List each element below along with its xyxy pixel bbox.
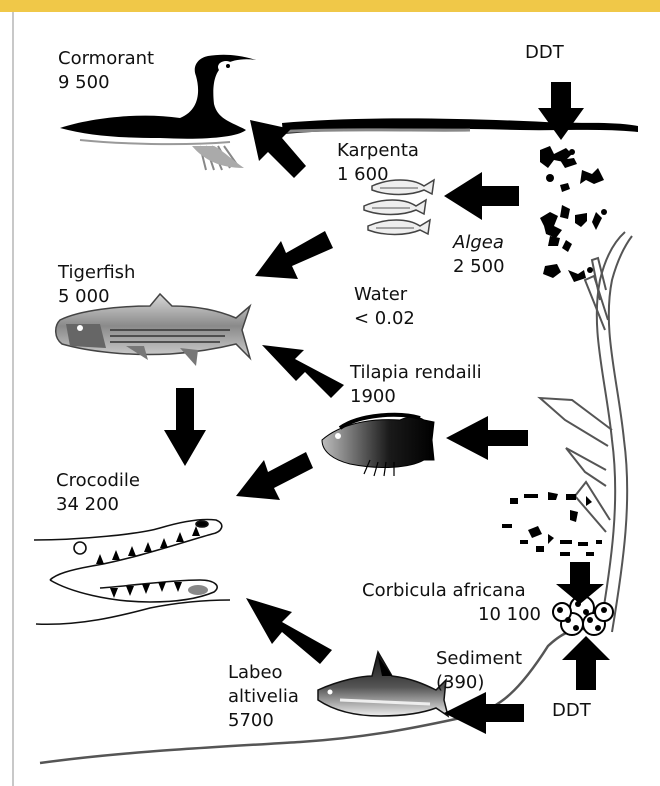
label-tilapia: Tilapia rendaili bbox=[350, 362, 482, 384]
arrow-ddt-down bbox=[538, 82, 584, 140]
label-sediment: Sediment bbox=[436, 648, 522, 670]
arrow-plant-to-tilapia bbox=[446, 416, 528, 460]
value-karpenta: 1 600 bbox=[337, 164, 389, 186]
label-cormorant: Cormorant bbox=[58, 48, 154, 70]
arrow-tilapia-to-crocodile bbox=[236, 452, 313, 500]
arrow-labeo-to-crocodile bbox=[246, 598, 332, 664]
arrow-karpenta-to-tigerfish bbox=[255, 231, 333, 279]
label-labeo-2: altivelia bbox=[228, 686, 299, 708]
karpenta-fish-icon bbox=[364, 180, 434, 235]
value-water: < 0.02 bbox=[354, 308, 415, 330]
value-crocodile: 34 200 bbox=[56, 494, 119, 516]
arrow-algae-to-clam bbox=[556, 562, 604, 604]
value-algea: 2 500 bbox=[453, 256, 505, 278]
arrow-sediment-to-clam bbox=[562, 636, 610, 690]
label-algea: Algea bbox=[453, 232, 504, 254]
label-tigerfish: Tigerfish bbox=[58, 262, 135, 284]
crocodile-icon bbox=[34, 519, 230, 624]
label-ddt-bottom: DDT bbox=[552, 700, 591, 722]
label-ddt-top: DDT bbox=[525, 42, 564, 64]
value-tilapia: 1900 bbox=[350, 386, 396, 408]
label-labeo-1: Labeo bbox=[228, 662, 283, 684]
label-water: Water bbox=[354, 284, 407, 306]
label-karpenta: Karpenta bbox=[337, 140, 419, 162]
labeo-fish-icon bbox=[318, 652, 448, 716]
water-surface bbox=[270, 118, 638, 134]
arrow-ddt-to-labeo bbox=[444, 692, 524, 734]
tilapia-fish-icon bbox=[322, 415, 434, 476]
algae-icon bbox=[502, 146, 607, 556]
arrow-tigerfish-to-crocodile bbox=[164, 388, 206, 466]
value-tigerfish: 5 000 bbox=[58, 286, 110, 308]
arrow-algae-to-karpenta bbox=[444, 172, 519, 220]
value-corbicula: 10 100 bbox=[478, 604, 541, 626]
arrow-tilapia-to-tigerfish bbox=[262, 345, 344, 398]
value-labeo: 5700 bbox=[228, 710, 274, 732]
label-corbicula: Corbicula africana bbox=[362, 580, 526, 602]
label-crocodile: Crocodile bbox=[56, 470, 140, 492]
value-sediment: (390) bbox=[436, 672, 484, 694]
value-cormorant: 9 500 bbox=[58, 72, 110, 94]
